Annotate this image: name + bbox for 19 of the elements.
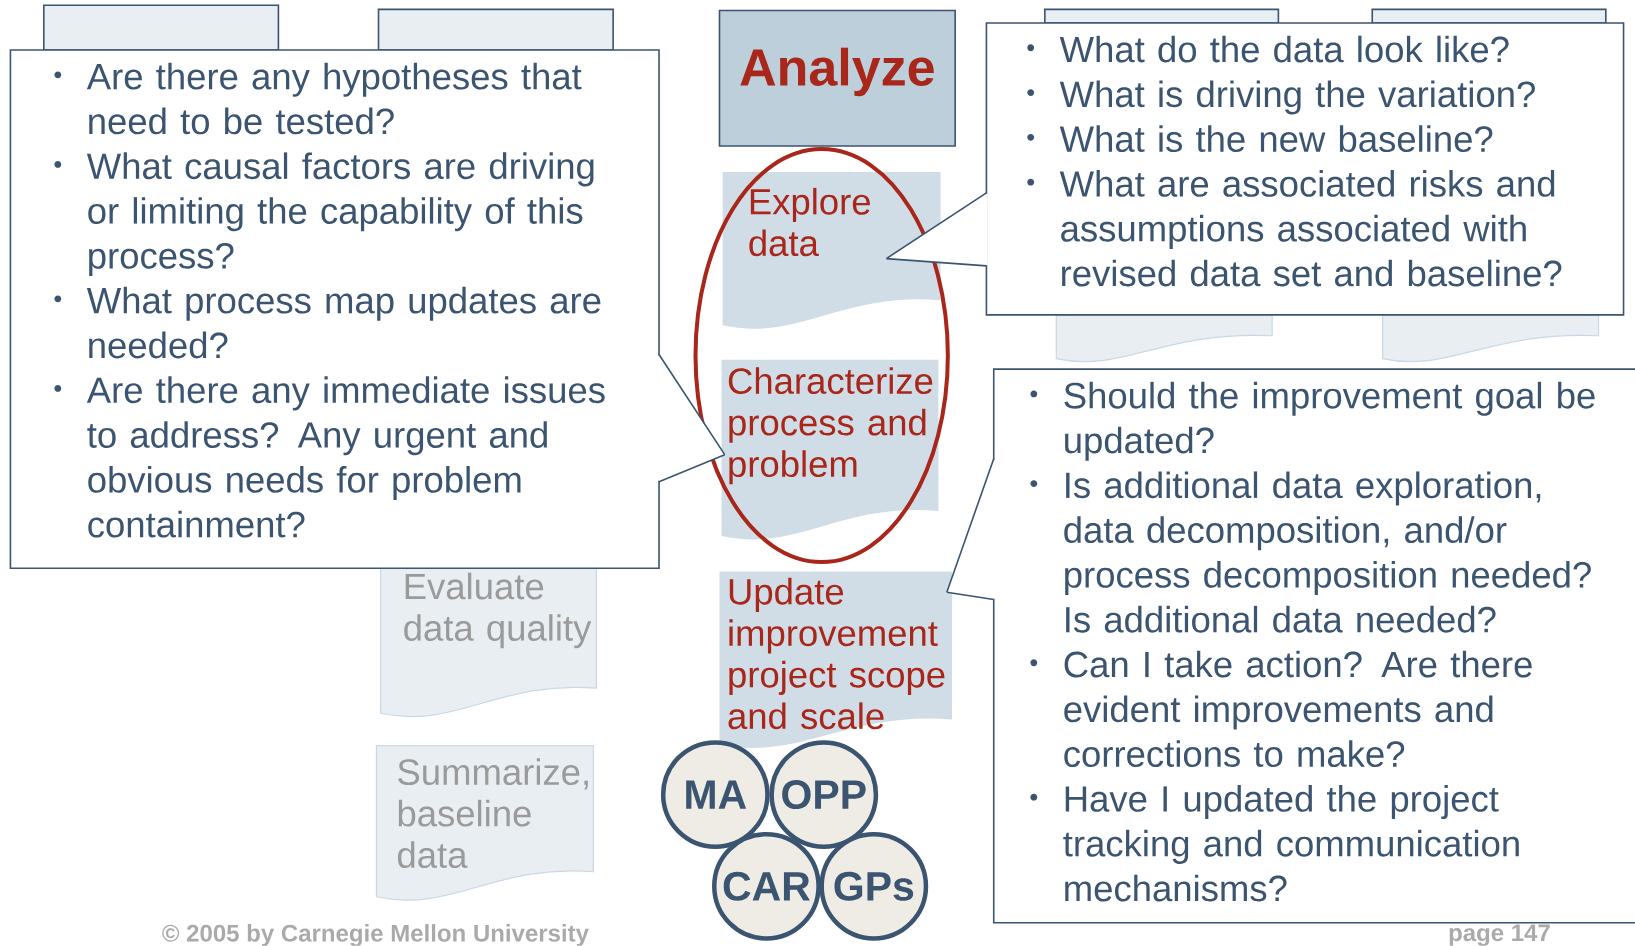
callout-pointer — [885, 192, 988, 267]
circle-badge: OPP — [769, 740, 879, 850]
footer-text: © 2005 by Carnegie Mellon University — [162, 924, 589, 946]
callout-box: What do the data look like? What is driving the variation? What is the new baseline? What are associated risks and assumptions associated with revised data set and baseline? — [985, 22, 1625, 316]
callout-box: Are there any hypotheses that need to be tested? What causal factors are driving or limiting the capability of this process? What process map updates are needed? Are there any immediate issues to address? Any urgent and obvious needs for problem containment? — [9, 49, 660, 570]
callout-box: Should the improvement goal be updated? Is additional data exploration, data decomposition, and/or process decomposition needed? Is additional data needed? Can I take action? Are there evident improvements and corrections to make? Have I updated the project tracking and communication mechanisms? — [992, 368, 1635, 924]
tab-box — [43, 4, 280, 51]
title-box: Analyze — [718, 9, 956, 147]
circle-badge: MA — [660, 740, 770, 850]
tab-box — [377, 8, 614, 51]
tab-box — [1044, 8, 1280, 24]
node-label: CAR — [723, 871, 810, 901]
callout-pointer — [658, 353, 726, 483]
document-shape — [1055, 314, 1273, 363]
circle-badge: CAR — [712, 832, 821, 941]
circle-badge: GPs — [819, 832, 929, 941]
tab-box — [1371, 8, 1607, 24]
callout-pointer — [946, 458, 995, 601]
document-shape — [1382, 314, 1600, 363]
